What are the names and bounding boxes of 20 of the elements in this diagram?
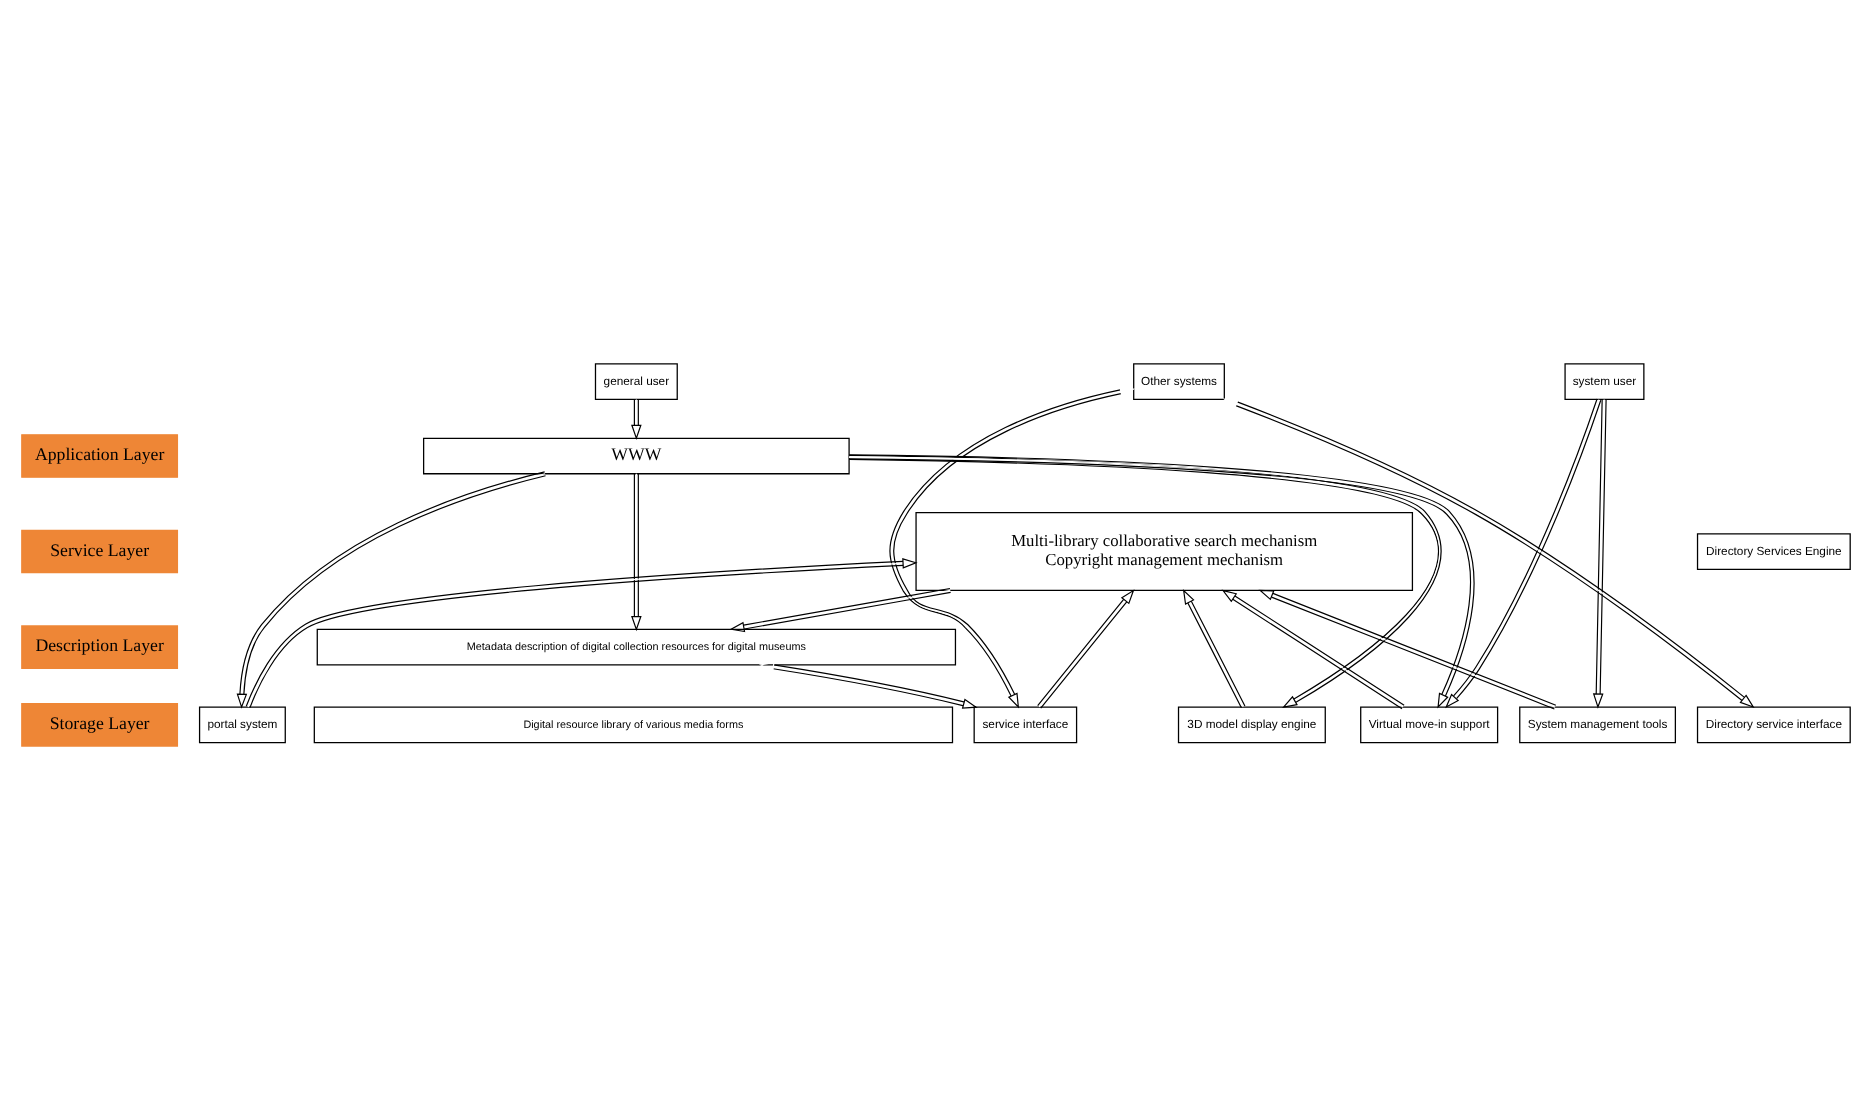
arrow [631, 397, 642, 439]
arrow [729, 586, 952, 632]
arrow [631, 472, 642, 631]
arrow [1222, 397, 1755, 708]
arrow [1258, 588, 1557, 709]
arrow [1182, 587, 1246, 708]
node-box: Multi-library collaborative search mechanism Copyright management mechanism [915, 511, 1414, 591]
arrow [1221, 588, 1405, 709]
arrow [245, 557, 918, 708]
arrow [236, 470, 547, 708]
node-box: Storage Layer [21, 702, 179, 746]
node-box: Description Layer [21, 624, 179, 668]
arrow [1592, 397, 1607, 708]
arrow [758, 660, 978, 708]
node-box: Service Layer [21, 528, 179, 573]
node-box: WWW [423, 436, 850, 474]
node-box: Application Layer [21, 433, 179, 477]
arrow [1445, 397, 1602, 708]
arrow [889, 385, 1136, 708]
arrow [1037, 588, 1135, 708]
